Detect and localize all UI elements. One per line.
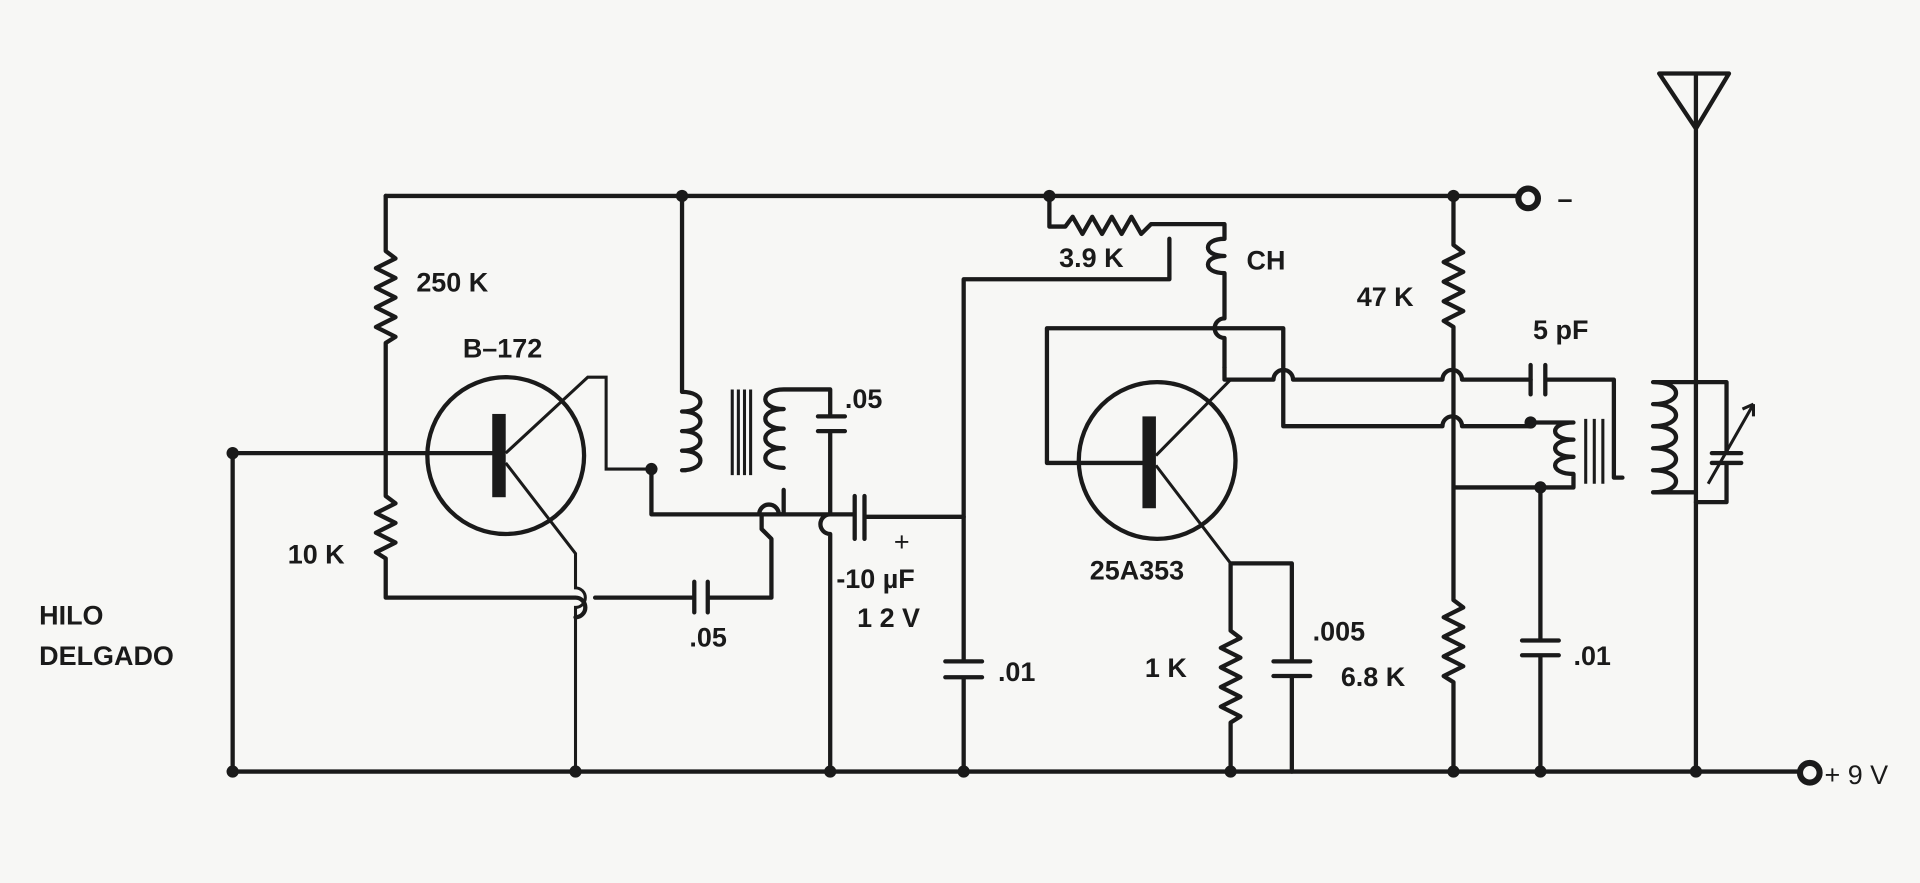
positive-terminal[interactable] — [1796, 759, 1823, 786]
resistor-250k — [373, 193, 694, 620]
choke-label: CH — [1247, 245, 1286, 275]
capacitor-decoupling — [943, 236, 1172, 774]
capacitor-transformer-label: .05 — [845, 384, 882, 414]
junction-dot — [1043, 189, 1056, 203]
resistor-1k-label: 1 K — [1145, 653, 1187, 683]
junction-dot — [226, 765, 239, 778]
capacitor-005-label: .005 — [1313, 617, 1365, 647]
junction-dot — [1447, 189, 1460, 203]
capacitor-electrolytic — [649, 466, 966, 542]
junction-dot — [675, 189, 689, 203]
resistor-47k-label: 47 K — [1357, 282, 1414, 312]
capacitor-electrolytic-voltage: 1 2 V — [857, 603, 920, 633]
junction-dot — [226, 447, 239, 460]
transistor-25a353-leads — [1154, 378, 1232, 565]
transistor-b172 — [425, 375, 587, 537]
input-wire — [230, 450, 499, 774]
positive-terminal-label: + 9 V — [1824, 760, 1888, 790]
junction-dot — [1447, 765, 1460, 778]
capacitor-coupling-label: .05 — [689, 623, 726, 653]
negative-terminal[interactable] — [1515, 185, 1542, 212]
antenna — [1657, 71, 1732, 774]
capacitor-coupling — [692, 487, 786, 615]
resistor-250k-label: 250 K — [416, 267, 488, 297]
transformer-primary — [679, 193, 703, 473]
junction-dot — [824, 765, 837, 778]
transformer-secondary — [763, 387, 848, 774]
variable-capacitor-arrow — [1706, 402, 1755, 485]
resistor-3-9k — [1047, 193, 1227, 370]
coupling-core — [1584, 418, 1605, 484]
transformer-core — [730, 389, 753, 476]
thin-wire-label-1: HILO — [39, 601, 103, 631]
transistor-b172-label: B–172 — [463, 334, 542, 364]
transistor-25a353-base — [1142, 416, 1156, 509]
coupling-coil — [1528, 420, 1576, 490]
capacitor-5pf-label: 5 pF — [1533, 315, 1588, 345]
capacitor-electrolytic-plus: + — [894, 527, 910, 557]
junction-dot — [569, 765, 582, 778]
transistor-b172-base — [492, 413, 506, 498]
resistor-3-9k-label: 3.9 K — [1059, 243, 1124, 273]
junction-dot — [1689, 765, 1703, 778]
resistor-6-8k-label: 6.8 K — [1341, 662, 1406, 692]
thin-wire-label-2: DELGADO — [39, 641, 174, 671]
negative-terminal-label: – — [1558, 184, 1573, 214]
q2-wiring — [1044, 326, 1533, 774]
capacitor-decoupling-label: .01 — [998, 657, 1035, 687]
capacitor-electrolytic-value: -10 µF — [836, 564, 914, 594]
transistor-b172-leads — [504, 375, 652, 772]
junction-dot — [1224, 765, 1237, 778]
junction-dot — [957, 765, 970, 778]
capacitor-base-label: .01 — [1573, 641, 1610, 671]
transistor-25a353-label: 25A353 — [1090, 555, 1184, 585]
capacitor-5pf — [1528, 362, 1625, 480]
transistor-25a353 — [1076, 379, 1238, 542]
junction-dot — [1534, 765, 1547, 778]
resistor-10k-label: 10 K — [288, 539, 345, 569]
